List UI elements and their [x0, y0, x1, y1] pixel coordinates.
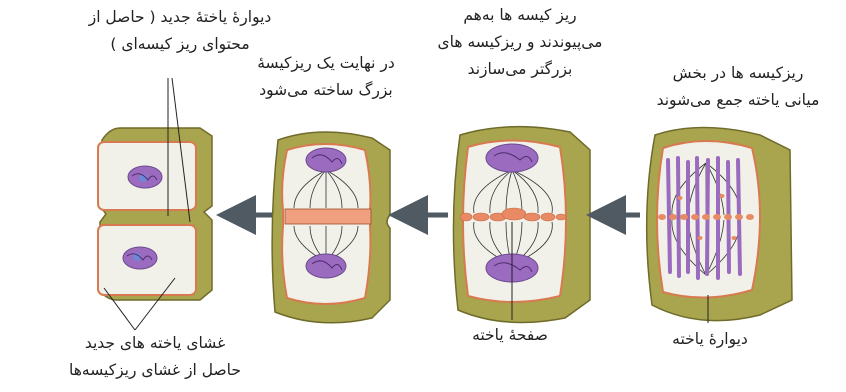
large-vesicle-plate [285, 209, 371, 224]
cell-stage-large-vesicle [272, 132, 390, 323]
caption-vesicles-join: ریز کیسه ها به‌هم می‌پیوندند و ریزکیسه ه… [415, 2, 625, 83]
nucleus-bottom [123, 247, 157, 269]
cell-stage-vesicles-gather [647, 128, 792, 321]
caption-cell-plate: صفحهٔ یاخته [440, 322, 580, 349]
daughter-nucleus-top [486, 144, 538, 172]
caption-large-vesicle: در نهایت یک ریزکیسهٔ بزرگ ساخته می‌شود [236, 50, 416, 104]
daughter-nucleus-bottom [306, 254, 346, 278]
cell-stage-vesicles-fuse [453, 127, 590, 323]
nucleus-top [128, 166, 162, 188]
daughter-nucleus-top [306, 148, 346, 172]
cell-stage-two-daughter-cells [98, 128, 212, 300]
caption-vesicles-gather: ریزکیسه ها در بخش میانی یاخته جمع می‌شون… [630, 60, 846, 114]
caption-cell-wall: دیوارهٔ یاخته [640, 326, 780, 353]
caption-new-membranes: غشای یاخته های جدید حاصل از غشای ریزکیسه… [55, 330, 255, 384]
